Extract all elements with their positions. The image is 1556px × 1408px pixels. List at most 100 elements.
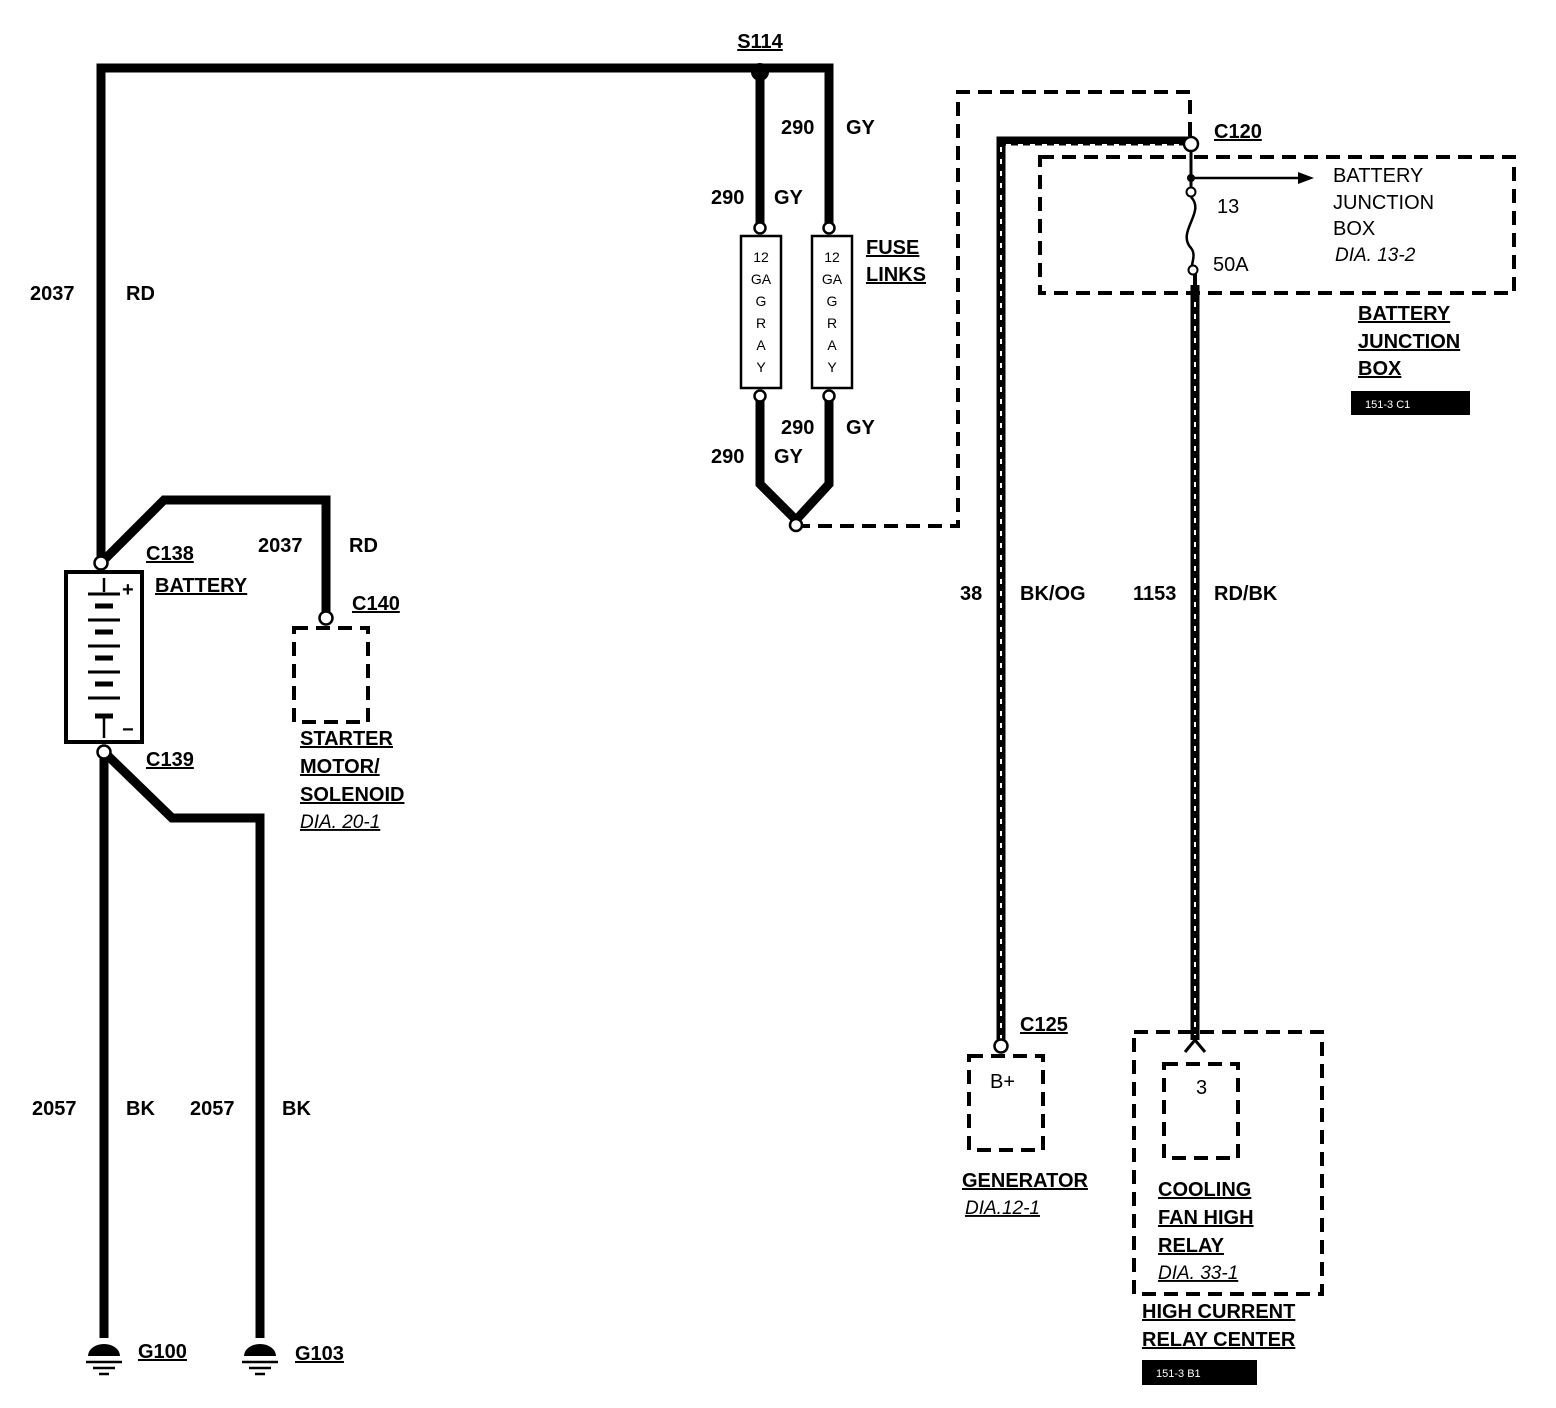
wire-color-label: RD bbox=[349, 535, 378, 557]
generator-label: GENERATOR bbox=[962, 1170, 1088, 1192]
wire-color-label: GY bbox=[846, 117, 876, 139]
generator-dia-label: DIA.12-1 bbox=[965, 1198, 1040, 1219]
cooling-fan-relay-box bbox=[1162, 1062, 1240, 1160]
fuse-link-right-top-pin bbox=[822, 221, 836, 235]
wire-dashed-fuselink-c120 bbox=[796, 90, 1192, 528]
fuse-link-left-top-pin bbox=[753, 221, 767, 235]
battery-junction-box-outline bbox=[1038, 155, 1516, 295]
bjb-inner-label: JUNCTION bbox=[1333, 192, 1434, 214]
wire-number-label: 290 bbox=[781, 117, 814, 139]
fuse-text: GA bbox=[751, 271, 772, 287]
fuse-text: A bbox=[827, 337, 837, 353]
cooling-relay-dia-label: DIA. 33-1 bbox=[1158, 1263, 1238, 1284]
ground-g100-icon bbox=[86, 1344, 122, 1376]
fuse-text: Y bbox=[827, 359, 837, 375]
fuse-pin-label: 13 bbox=[1217, 196, 1239, 218]
starter-label: MOTOR/ bbox=[300, 756, 380, 778]
generator-box bbox=[967, 1054, 1045, 1152]
connector-label-c138: C138 bbox=[146, 543, 194, 565]
fuse-links-label: FUSE bbox=[866, 237, 919, 259]
bjb-outer-label: BOX bbox=[1358, 358, 1402, 380]
connector-c120-pin bbox=[1182, 135, 1200, 153]
ground-label-g103: G103 bbox=[295, 1343, 344, 1365]
location-tag-hcrc bbox=[1142, 1360, 1257, 1385]
cooling-relay-label: FAN HIGH bbox=[1158, 1207, 1254, 1229]
fuse-link-left bbox=[739, 234, 783, 390]
relay-pin-chevron-icon bbox=[1183, 1037, 1207, 1053]
hcrc-label: RELAY CENTER bbox=[1142, 1329, 1296, 1351]
wire-number-label: 2057 bbox=[190, 1098, 235, 1120]
splice-label-s114: S114 bbox=[737, 31, 783, 53]
connector-c140-pin bbox=[318, 610, 334, 626]
splice-s114 bbox=[751, 63, 769, 81]
connector-c139-pin bbox=[96, 744, 112, 760]
high-current-relay-center-outline bbox=[1132, 1030, 1324, 1296]
wire-2057-bk-g103 bbox=[100, 748, 265, 1338]
fuse-link-right bbox=[810, 234, 854, 390]
wire-color-label: RD bbox=[126, 283, 155, 305]
bjb-inner-label: BATTERY bbox=[1333, 165, 1423, 187]
fuse-text: R bbox=[827, 315, 837, 331]
fuse-text: GA bbox=[822, 271, 843, 287]
wire-number-label: 290 bbox=[711, 187, 744, 209]
fuse-50a-symbol bbox=[1185, 150, 1199, 292]
cooling-relay-label: RELAY bbox=[1158, 1235, 1225, 1257]
wire-290-gy-left-lower bbox=[755, 396, 800, 524]
wire-number-label: 38 bbox=[960, 583, 982, 605]
connector-label-c120: C120 bbox=[1214, 121, 1262, 143]
wire-color-label: GY bbox=[846, 417, 876, 439]
wire-color-label: GY bbox=[774, 446, 804, 468]
connector-label-c139: C139 bbox=[146, 749, 194, 771]
ground-g103-icon bbox=[242, 1344, 278, 1376]
fuse-link-right-text: 12 GA G R A Y bbox=[822, 249, 843, 375]
fuse-link-right-bottom-pin bbox=[822, 389, 836, 403]
battery-label: BATTERY bbox=[155, 575, 248, 597]
hcrc-label: HIGH CURRENT bbox=[1142, 1301, 1295, 1323]
fuse-links-label: LINKS bbox=[866, 264, 926, 286]
location-tag-text: 151-3 B1 bbox=[1156, 1368, 1201, 1380]
starter-dia-label: DIA. 20-1 bbox=[300, 812, 380, 833]
fuse-text: 12 bbox=[753, 249, 769, 265]
wire-color-label: RD/BK bbox=[1214, 583, 1278, 605]
battery-minus-sign: − bbox=[122, 719, 134, 741]
fuse-text: 12 bbox=[824, 249, 840, 265]
wire-2037-rd bbox=[96, 63, 760, 563]
fuse-text: Y bbox=[756, 359, 766, 375]
bjb-dia-label: DIA. 13-2 bbox=[1335, 245, 1416, 266]
wire-number-label: 1153 bbox=[1133, 583, 1176, 605]
ground-label-g100: G100 bbox=[138, 1341, 187, 1363]
fuse-link-junction-pin bbox=[788, 517, 804, 533]
connector-label-c140: C140 bbox=[352, 593, 400, 615]
location-tag-bjb bbox=[1351, 391, 1470, 415]
fuse-text: A bbox=[756, 337, 766, 353]
fuse-link-left-bottom-pin bbox=[753, 389, 767, 403]
fuse-text: G bbox=[756, 293, 767, 309]
fuse-rating-label: 50A bbox=[1213, 254, 1249, 276]
fuse-text: R bbox=[756, 315, 766, 331]
cooling-relay-label: COOLING bbox=[1158, 1179, 1251, 1201]
connector-c125-pin bbox=[993, 1038, 1009, 1054]
bjb-outer-label: BATTERY bbox=[1358, 303, 1451, 325]
wire-color-label: BK bbox=[126, 1098, 155, 1120]
wire-number-label: 2037 bbox=[30, 283, 75, 305]
wire-number-label: 290 bbox=[711, 446, 744, 468]
wire-color-label: GY bbox=[774, 187, 804, 209]
battery-plus-sign: + bbox=[122, 579, 134, 601]
wire-290-gy-right-upper bbox=[760, 63, 834, 228]
wire-color-label: BK/OG bbox=[1020, 583, 1086, 605]
connector-c138-pin bbox=[93, 555, 109, 571]
wire-2037-rd-starter bbox=[97, 495, 331, 616]
battery-symbol bbox=[64, 570, 144, 744]
starter-label: SOLENOID bbox=[300, 784, 404, 806]
wire-color-label: BK bbox=[282, 1098, 311, 1120]
relay-pin-label: 3 bbox=[1196, 1077, 1207, 1099]
wire-number-label: 2057 bbox=[32, 1098, 77, 1120]
bjb-outer-label: JUNCTION bbox=[1358, 331, 1460, 353]
wire-number-label: 290 bbox=[781, 417, 814, 439]
fuse-text: G bbox=[827, 293, 838, 309]
bjb-inner-label: BOX bbox=[1333, 218, 1375, 240]
wire-290-gy-right-lower bbox=[792, 396, 834, 524]
starter-label: STARTER bbox=[300, 728, 394, 750]
starter-motor-box bbox=[292, 626, 370, 724]
